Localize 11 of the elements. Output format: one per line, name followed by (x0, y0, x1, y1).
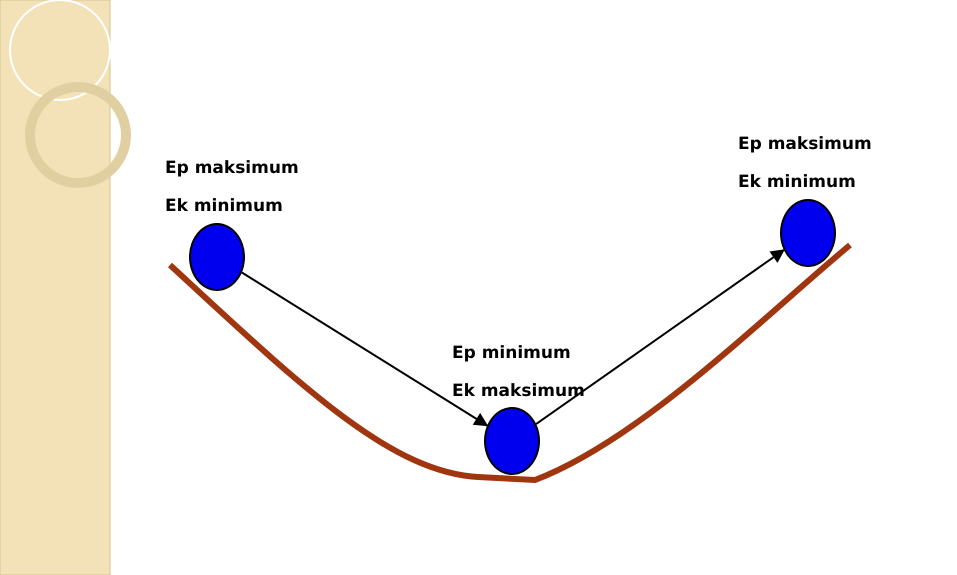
energy-label: Ek minimum (165, 196, 283, 216)
arrow (536, 249, 785, 425)
energy-label: Ek minimum (738, 172, 856, 192)
energy-label: Ek maksimum (452, 381, 585, 401)
arrow (241, 272, 488, 426)
energy-label: Ep maksimum (738, 134, 872, 154)
ball (780, 199, 836, 267)
ball (189, 223, 245, 291)
ball (484, 407, 540, 475)
energy-label: Ep maksimum (165, 158, 299, 178)
energy-label: Ep minimum (452, 343, 571, 363)
